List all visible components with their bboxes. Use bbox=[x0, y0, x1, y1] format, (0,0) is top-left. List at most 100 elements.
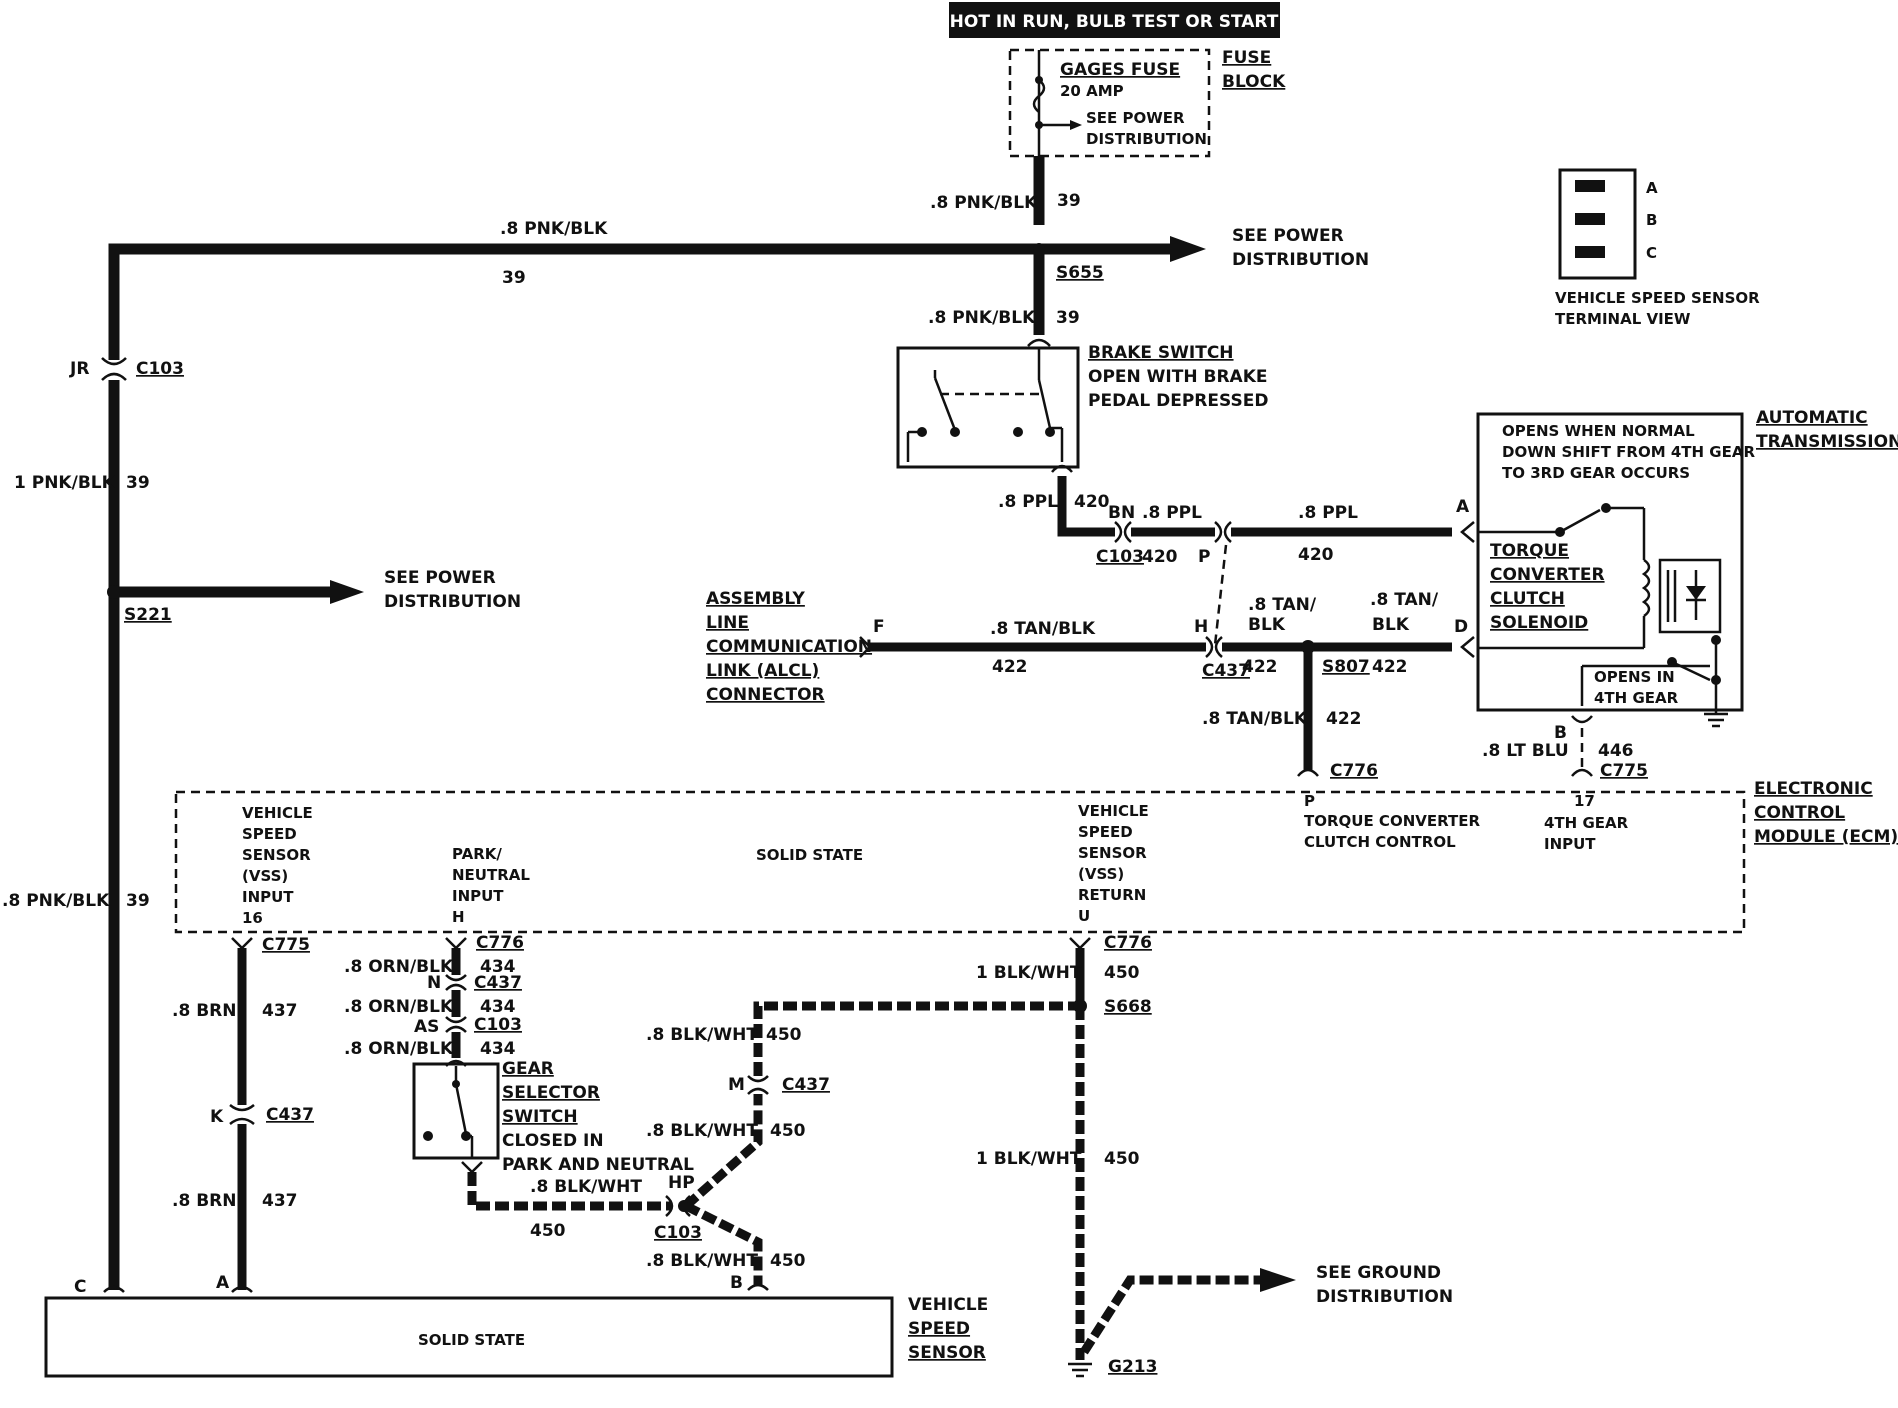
gear-selector-switch: GEAR SELECTOR SWITCH CLOSED IN PARK AND … bbox=[412, 1059, 694, 1175]
w39-c-gauge: 1 PNK/BLK bbox=[14, 473, 116, 493]
c103-as: C103 bbox=[474, 1015, 522, 1035]
connector-c103-as-icon bbox=[445, 1016, 467, 1033]
fuse-rating: 20 AMP bbox=[1060, 82, 1124, 100]
w422-b-gauge2: BLK bbox=[1248, 615, 1286, 635]
solenoid-coil-icon bbox=[1641, 558, 1651, 618]
trans-note-1: OPENS WHEN NORMAL bbox=[1502, 422, 1695, 440]
vehicle-speed-sensor: SOLID STATE VEHICLE SPEED SENSOR bbox=[44, 1295, 988, 1378]
w422-c-gauge2: BLK bbox=[1372, 615, 1410, 635]
svg-text:PARK/: PARK/ bbox=[452, 845, 502, 863]
w422-b-num: 422 bbox=[1242, 657, 1278, 677]
w434-c-num: 434 bbox=[480, 1039, 516, 1059]
c103-as-pin: AS bbox=[414, 1017, 439, 1037]
gear-switch-line3: SWITCH bbox=[502, 1107, 578, 1127]
gear-switch-line1: GEAR bbox=[502, 1059, 554, 1079]
vss-terminal-view: A B C VEHICLE SPEED SENSOR TERMINAL VIEW bbox=[1555, 168, 1760, 328]
header-title: HOT IN RUN, BULB TEST OR START bbox=[950, 12, 1279, 32]
circuit-39: .8 PNK/BLK 39 .8 PNK/BLK 39 SEE POWER DI… bbox=[2, 156, 1369, 1297]
gear-switch-line5: PARK AND NEUTRAL bbox=[502, 1155, 694, 1175]
svg-text:(VSS): (VSS) bbox=[1078, 865, 1124, 883]
gear-switch-line2: SELECTOR bbox=[502, 1083, 600, 1103]
c103-bn: C103 bbox=[1096, 547, 1144, 567]
w422-a-gauge: .8 TAN/BLK bbox=[990, 619, 1096, 639]
w39-a-num: 39 bbox=[1057, 191, 1081, 211]
vss-solid-state: SOLID STATE bbox=[418, 1331, 525, 1349]
c437-h-pin: H bbox=[1194, 617, 1208, 637]
w39-top-gauge: .8 PNK/BLK bbox=[500, 219, 608, 239]
trans-pin-d: D bbox=[1454, 617, 1468, 637]
ecm-4th-gear-input: 17 4TH GEAR INPUT bbox=[1544, 792, 1629, 853]
c103-left-pin: JR bbox=[69, 359, 89, 379]
w39-a-gauge: .8 PNK/BLK bbox=[930, 193, 1038, 213]
splice-s807: S807 bbox=[1322, 657, 1370, 677]
trans-pin-a: A bbox=[1456, 497, 1470, 517]
w446-num: 446 bbox=[1598, 741, 1634, 761]
c775-17: C775 bbox=[1600, 761, 1648, 781]
w422-b-gauge1: .8 TAN/ bbox=[1248, 595, 1317, 615]
svg-text:17: 17 bbox=[1574, 792, 1595, 810]
w450-a-gauge: 1 BLK/WHT bbox=[976, 963, 1082, 983]
see-power-mid-1: SEE POWER bbox=[1232, 226, 1344, 246]
svg-text:TORQUE CONVERTER: TORQUE CONVERTER bbox=[1304, 812, 1480, 830]
tcc-line3: CLUTCH bbox=[1490, 589, 1565, 609]
tcc-line4: SOLENOID bbox=[1490, 613, 1588, 633]
fuse-block-label-2: BLOCK bbox=[1222, 72, 1286, 92]
w434-a-num: 434 bbox=[480, 957, 516, 977]
ecm-vss-return: VEHICLE SPEED SENSOR (VSS) RETURN U bbox=[1078, 802, 1149, 925]
ground-line1: SEE GROUND bbox=[1316, 1263, 1441, 1283]
ecm-solid-state: SOLID STATE bbox=[756, 846, 863, 864]
connector-c437-h-icon bbox=[1205, 636, 1223, 658]
vss-terminal-caption-2: TERMINAL VIEW bbox=[1555, 310, 1691, 328]
ecm: ELECTRONIC CONTROL MODULE (ECM) SOLID ST… bbox=[174, 779, 1898, 934]
svg-text:CLUTCH CONTROL: CLUTCH CONTROL bbox=[1304, 833, 1456, 851]
w422-c-num: 422 bbox=[1372, 657, 1408, 677]
vss-terminal-pin-b: B bbox=[1646, 211, 1657, 229]
ecm-name-2: CONTROL bbox=[1754, 803, 1845, 823]
connector-c103-bn-icon bbox=[1114, 521, 1132, 543]
svg-text:RETURN: RETURN bbox=[1078, 886, 1146, 904]
ground-g213-icon bbox=[1068, 1362, 1092, 1378]
w450-a-num: 450 bbox=[1104, 963, 1140, 983]
w420-c-gauge: .8 PPL bbox=[1298, 503, 1358, 523]
fuse-block-label-1: FUSE bbox=[1222, 48, 1271, 68]
power-source-header: HOT IN RUN, BULB TEST OR START bbox=[949, 2, 1280, 38]
fuse-name: GAGES FUSE bbox=[1060, 60, 1180, 80]
w39-b-num: 39 bbox=[1056, 308, 1080, 328]
svg-text:SENSOR: SENSOR bbox=[242, 846, 311, 864]
w450-c-num: 450 bbox=[770, 1121, 806, 1141]
w39-c-num: 39 bbox=[126, 473, 150, 493]
fourth-line2: 4TH GEAR bbox=[1594, 689, 1679, 707]
circuit-420: .8 PPL 420 BN C103 .8 PPL 420 P .8 PPL 4… bbox=[998, 476, 1475, 646]
connector-c437-m-icon bbox=[747, 1075, 769, 1095]
w450-d-gauge: 1 BLK/WHT bbox=[976, 1149, 1082, 1169]
w437-a-gauge: .8 BRN bbox=[172, 1001, 236, 1021]
fuse-element-icon bbox=[1032, 79, 1046, 113]
connector-c103-jr-icon bbox=[101, 357, 127, 381]
alcl-line3: COMMUNICATION bbox=[706, 637, 872, 657]
w422-c-gauge1: .8 TAN/ bbox=[1370, 590, 1439, 610]
w434-b-num: 434 bbox=[480, 997, 516, 1017]
vss-name-1: VEHICLE bbox=[908, 1295, 988, 1315]
svg-text:VEHICLE: VEHICLE bbox=[242, 804, 313, 822]
c103-hp-pin: HP bbox=[668, 1173, 695, 1193]
splice-s668: S668 bbox=[1104, 997, 1152, 1017]
vss-name-3: SENSOR bbox=[908, 1343, 986, 1363]
w420-b-num: 420 bbox=[1142, 547, 1178, 567]
brake-switch-line2: OPEN WITH BRAKE bbox=[1088, 367, 1267, 387]
vss-name-2: SPEED bbox=[908, 1319, 970, 1339]
vss-terminal-pin-c: C bbox=[1646, 244, 1657, 262]
w446-gauge: .8 LT BLU bbox=[1482, 741, 1569, 761]
w450-c-gauge: .8 BLK/WHT bbox=[646, 1121, 758, 1141]
vss-terminal-pin-a: A bbox=[1646, 179, 1658, 197]
trans-name-1: AUTOMATIC bbox=[1756, 408, 1868, 428]
vss-pin-c: C bbox=[74, 1277, 86, 1297]
alcl-line5: CONNECTOR bbox=[706, 685, 825, 705]
c103-hp: C103 bbox=[654, 1223, 702, 1243]
alcl-line2: LINE bbox=[706, 613, 749, 633]
svg-text:INPUT: INPUT bbox=[242, 888, 294, 906]
tcc-line1: TORQUE bbox=[1490, 541, 1569, 561]
alcl-connector: ASSEMBLY LINE COMMUNICATION LINK (ALCL) … bbox=[706, 589, 885, 705]
svg-text:INPUT: INPUT bbox=[1544, 835, 1596, 853]
w450-d-num: 450 bbox=[1104, 1149, 1140, 1169]
see-power-left-1: SEE POWER bbox=[384, 568, 496, 588]
